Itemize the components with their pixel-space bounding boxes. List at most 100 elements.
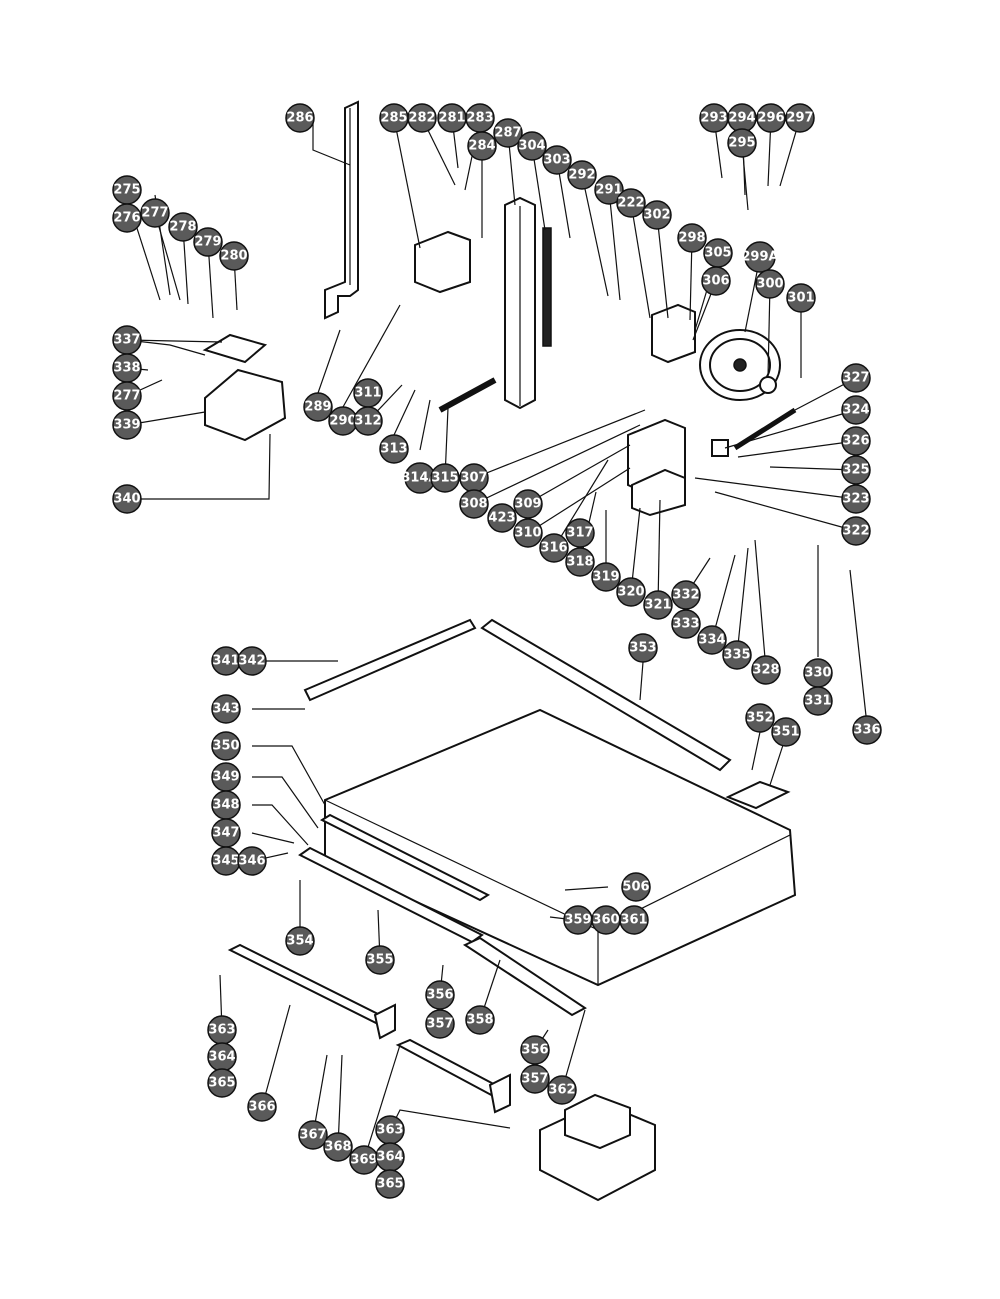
callout-bubble bbox=[211, 694, 241, 724]
callout-286: 286 bbox=[285, 103, 315, 133]
callout-312: 312 bbox=[353, 406, 383, 436]
callout-309: 309 bbox=[513, 489, 543, 519]
callout-label: 332 bbox=[672, 588, 699, 603]
callout-352: 352 bbox=[745, 703, 775, 733]
callout-label: 361 bbox=[620, 913, 647, 928]
callout-318: 318 bbox=[565, 547, 595, 577]
callout-label: 369 bbox=[350, 1153, 377, 1168]
callout-327: 327 bbox=[841, 363, 871, 393]
callout-label: 284 bbox=[468, 139, 495, 154]
callout-label: 337 bbox=[113, 333, 140, 348]
callout-label: 308 bbox=[460, 497, 487, 512]
part-343-bar bbox=[303, 618, 477, 702]
callout-bubble bbox=[542, 145, 572, 175]
callout-bubble bbox=[207, 1068, 237, 1098]
callout-bubble bbox=[520, 1035, 550, 1065]
callout-bubble bbox=[168, 212, 198, 242]
part-300-knob bbox=[759, 376, 777, 394]
callout-label: 285 bbox=[380, 111, 407, 126]
callout-346: 346 bbox=[237, 846, 267, 876]
callout-330: 330 bbox=[803, 658, 833, 688]
callout-label: 343 bbox=[212, 702, 239, 717]
callout-345: 345 bbox=[211, 846, 241, 876]
callout-341: 341 bbox=[211, 646, 241, 676]
callout-label: 366 bbox=[248, 1100, 275, 1115]
part-320-plate bbox=[631, 468, 686, 517]
callout-308: 308 bbox=[459, 489, 489, 519]
callout-bubble bbox=[465, 1005, 495, 1035]
callout-label: 335 bbox=[723, 648, 750, 663]
callout-353: 353 bbox=[628, 633, 658, 663]
callout-315: 315 bbox=[430, 463, 460, 493]
callout-319: 319 bbox=[591, 562, 621, 592]
callout-310: 310 bbox=[513, 518, 543, 548]
callout-291: 291 bbox=[594, 175, 624, 205]
callout-294: 294 bbox=[727, 103, 757, 133]
callout-label: 304 bbox=[518, 139, 545, 154]
callout-bubble bbox=[112, 484, 142, 514]
callout-363a: 363 bbox=[207, 1015, 237, 1045]
callout-222: 222 bbox=[616, 188, 646, 218]
callout-label: 333 bbox=[672, 617, 699, 632]
callout-label: 310 bbox=[514, 526, 541, 541]
callout-label: 342 bbox=[238, 654, 265, 669]
callout-label: 358 bbox=[466, 1013, 493, 1028]
callout-label: 318 bbox=[566, 555, 593, 570]
callout-label: 327 bbox=[842, 371, 869, 386]
callout-label: 338 bbox=[113, 361, 140, 376]
callout-bubble bbox=[513, 489, 543, 519]
callout-label: 360 bbox=[592, 913, 619, 928]
callout-368: 368 bbox=[323, 1132, 353, 1162]
callout-label: 356 bbox=[426, 988, 453, 1003]
callout-label: 296 bbox=[757, 111, 784, 126]
callout-bubble bbox=[379, 434, 409, 464]
callout-326: 326 bbox=[841, 426, 871, 456]
callout-bubble bbox=[621, 872, 651, 902]
callout-307: 307 bbox=[459, 463, 489, 493]
callout-bubble bbox=[841, 455, 871, 485]
callout-label: 279 bbox=[194, 235, 221, 250]
callout-bubble bbox=[520, 1064, 550, 1094]
callout-label: 356 bbox=[521, 1043, 548, 1058]
callout-365a: 365 bbox=[207, 1068, 237, 1098]
callout-label: 280 bbox=[220, 249, 247, 264]
callout-313: 313 bbox=[379, 434, 409, 464]
callout-356b: 356 bbox=[520, 1035, 550, 1065]
callout-296: 296 bbox=[756, 103, 786, 133]
callout-bubble bbox=[642, 200, 672, 230]
callout-label: 349 bbox=[212, 770, 239, 785]
part-353-roller bbox=[480, 618, 732, 772]
callout-283: 283 bbox=[465, 103, 495, 133]
callout-321: 321 bbox=[643, 590, 673, 620]
callout-bubble bbox=[841, 516, 871, 546]
part-369-end bbox=[488, 1073, 511, 1114]
callout-292: 292 bbox=[567, 160, 597, 190]
callout-label: 303 bbox=[543, 153, 570, 168]
callout-bubble bbox=[841, 426, 871, 456]
callout-bubble bbox=[722, 640, 752, 670]
callout-bubble bbox=[567, 160, 597, 190]
callout-361: 361 bbox=[619, 905, 649, 935]
callout-365b: 365 bbox=[375, 1169, 405, 1199]
part-286-post bbox=[324, 100, 359, 320]
callout-363b: 363 bbox=[375, 1115, 405, 1145]
callout-275: 275 bbox=[112, 175, 142, 205]
callout-304: 304 bbox=[517, 131, 547, 161]
callout-label: 352 bbox=[746, 711, 773, 726]
callout-bubble bbox=[745, 703, 775, 733]
callout-362: 362 bbox=[547, 1075, 577, 1105]
callout-label: 340 bbox=[113, 492, 140, 507]
callout-label: 317 bbox=[566, 526, 593, 541]
callout-label: 321 bbox=[644, 598, 671, 613]
part-337-plate bbox=[202, 333, 268, 364]
callout-label: 423 bbox=[488, 511, 515, 526]
callout-bubble bbox=[407, 103, 437, 133]
callout-314a: 314A bbox=[401, 462, 439, 494]
callout-label: 365 bbox=[208, 1076, 235, 1091]
callout-355: 355 bbox=[365, 945, 395, 975]
callout-298: 298 bbox=[677, 223, 707, 253]
callout-bubble bbox=[425, 1009, 455, 1039]
callout-label: 334 bbox=[698, 633, 725, 648]
callout-label: 363 bbox=[376, 1123, 403, 1138]
callout-label: 330 bbox=[804, 666, 831, 681]
